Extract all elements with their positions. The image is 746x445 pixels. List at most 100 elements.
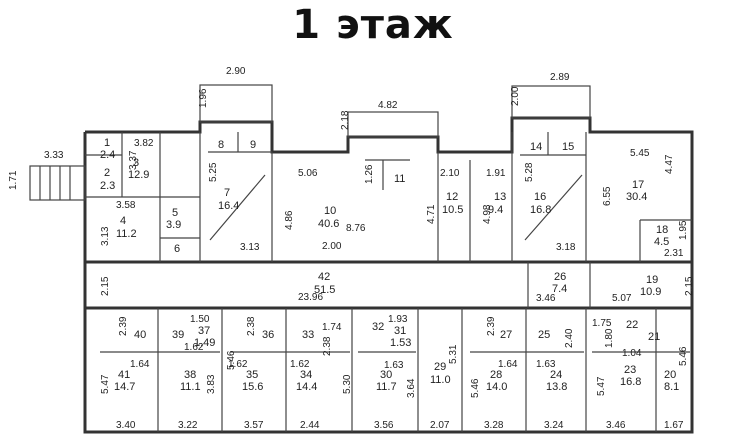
dimension-label: 5.28	[524, 162, 535, 182]
room-number: 7	[224, 187, 230, 199]
dimension-label: 5.31	[448, 344, 459, 364]
room-number: 3	[133, 157, 139, 169]
room-area: 14.7	[114, 381, 135, 393]
dimension-label: 1.62	[290, 359, 310, 370]
dimension-label: 3.18	[556, 242, 576, 253]
dimension-label: 3.82	[134, 138, 154, 149]
dimension-label: 2.39	[118, 316, 129, 336]
room-area: 12.9	[128, 169, 149, 181]
room-area: 1.53	[390, 337, 411, 349]
dimension-label: 4.86	[284, 210, 295, 230]
dimension-label: 1.62	[184, 342, 204, 353]
dimension-label: 2.38	[322, 336, 333, 356]
room-area: 13.8	[546, 381, 567, 393]
room-number: 1	[104, 137, 110, 149]
room-area: 8.1	[664, 381, 679, 393]
dimension-label: 4.98	[482, 204, 493, 224]
dimension-label: 2.44	[300, 420, 320, 431]
room-number: 20	[664, 369, 676, 381]
room-number: 4	[120, 215, 126, 227]
dimension-label: 3.46	[606, 420, 626, 431]
room-number: 23	[624, 364, 636, 376]
room-number: 14	[530, 141, 542, 153]
dimension-label: 5.07	[612, 293, 632, 304]
room-area: 30.4	[626, 191, 647, 203]
dimension-label: 4.82	[378, 100, 398, 111]
room-number: 17	[632, 179, 644, 191]
room-area: 11.0	[430, 374, 451, 386]
dimension-label: 8.76	[346, 223, 366, 234]
walls	[29, 84, 694, 434]
room-number: 5	[172, 207, 178, 219]
room-number: 11	[394, 173, 405, 185]
room-area: 16.4	[218, 200, 239, 212]
room-number: 31	[394, 325, 406, 337]
dimension-label: 1.95	[678, 220, 689, 240]
dimension-labels: 3.33 1.71 2.90 1.96 4.82 2.18 2.89 2.00 …	[8, 66, 695, 431]
room-number: 35	[246, 369, 258, 381]
dimension-label: 1.71	[8, 170, 19, 190]
room-number: 28	[490, 369, 502, 381]
room-area: 7.4	[552, 283, 567, 295]
dimension-label: 1.50	[190, 314, 210, 325]
room-number: 26	[554, 271, 566, 283]
dimension-label: 1.62	[228, 359, 248, 370]
dimension-label: 2.18	[340, 110, 351, 130]
dimension-label: 5.06	[298, 168, 318, 179]
dimension-label: 4.47	[664, 154, 675, 174]
dimension-label: 3.58	[116, 200, 136, 211]
dimension-label: 5.25	[208, 162, 219, 182]
room-number: 16	[534, 191, 546, 203]
page-title: 1 этаж	[292, 2, 454, 48]
dimension-label: 5.46	[678, 346, 689, 366]
room-area: 3.9	[166, 219, 181, 231]
dimension-label: 3.40	[116, 420, 136, 431]
dimension-label: 1.80	[604, 328, 615, 348]
room-area: 16.8	[530, 204, 551, 216]
room-number: 42	[318, 271, 330, 283]
room-number: 12	[446, 191, 458, 203]
room-area: 14.0	[486, 381, 507, 393]
room-number: 38	[184, 369, 196, 381]
dimension-label: 1.74	[322, 322, 342, 333]
dimension-label: 5.30	[342, 374, 353, 394]
room-number: 39	[172, 329, 184, 341]
room-labels: 1 2.4 2 2.3 3 12.9 4 11.2 5 3.9 6 7 16.4…	[100, 137, 679, 393]
room-number: 27	[500, 329, 512, 341]
room-area: 15.6	[242, 381, 263, 393]
dimension-label: 3.64	[406, 378, 417, 398]
room-number: 18	[656, 224, 668, 236]
room-area: 4.5	[654, 236, 669, 248]
dimension-label: 2.15	[684, 276, 695, 296]
dimension-label: 2.07	[430, 420, 450, 431]
dimension-label: 2.40	[564, 328, 575, 348]
dimension-label: 2.10	[440, 168, 460, 179]
dimension-label: 23.96	[298, 292, 323, 303]
dimension-label: 5.45	[630, 148, 650, 159]
dimension-label: 3.28	[484, 420, 504, 431]
room-number: 30	[380, 369, 392, 381]
dimension-label: 3.83	[206, 374, 217, 394]
room-number: 37	[198, 325, 210, 337]
dimension-label: 6.55	[602, 186, 613, 206]
room-number: 15	[562, 141, 574, 153]
dimension-label: 1.93	[388, 314, 408, 325]
dimension-label: 5.46	[470, 378, 481, 398]
dimension-label: 2.00	[322, 241, 342, 252]
room-area: 9.4	[488, 204, 503, 216]
room-number: 36	[262, 329, 274, 341]
room-area: 10.5	[442, 204, 463, 216]
dimension-label: 5.47	[100, 374, 111, 394]
dimension-label: 2.39	[486, 316, 497, 336]
room-number: 41	[118, 369, 130, 381]
room-area: 1.49	[194, 337, 215, 349]
dimension-label: 2.31	[664, 248, 684, 259]
dimension-label: 3.24	[544, 420, 564, 431]
room-number: 34	[300, 369, 312, 381]
dimension-label: 1.64	[498, 359, 518, 370]
room-number: 22	[626, 319, 638, 331]
dimension-label: 1.64	[130, 359, 150, 370]
room-number: 10	[324, 205, 336, 217]
dimension-label: 3.57	[244, 420, 264, 431]
dimension-label: 2.89	[550, 72, 570, 83]
